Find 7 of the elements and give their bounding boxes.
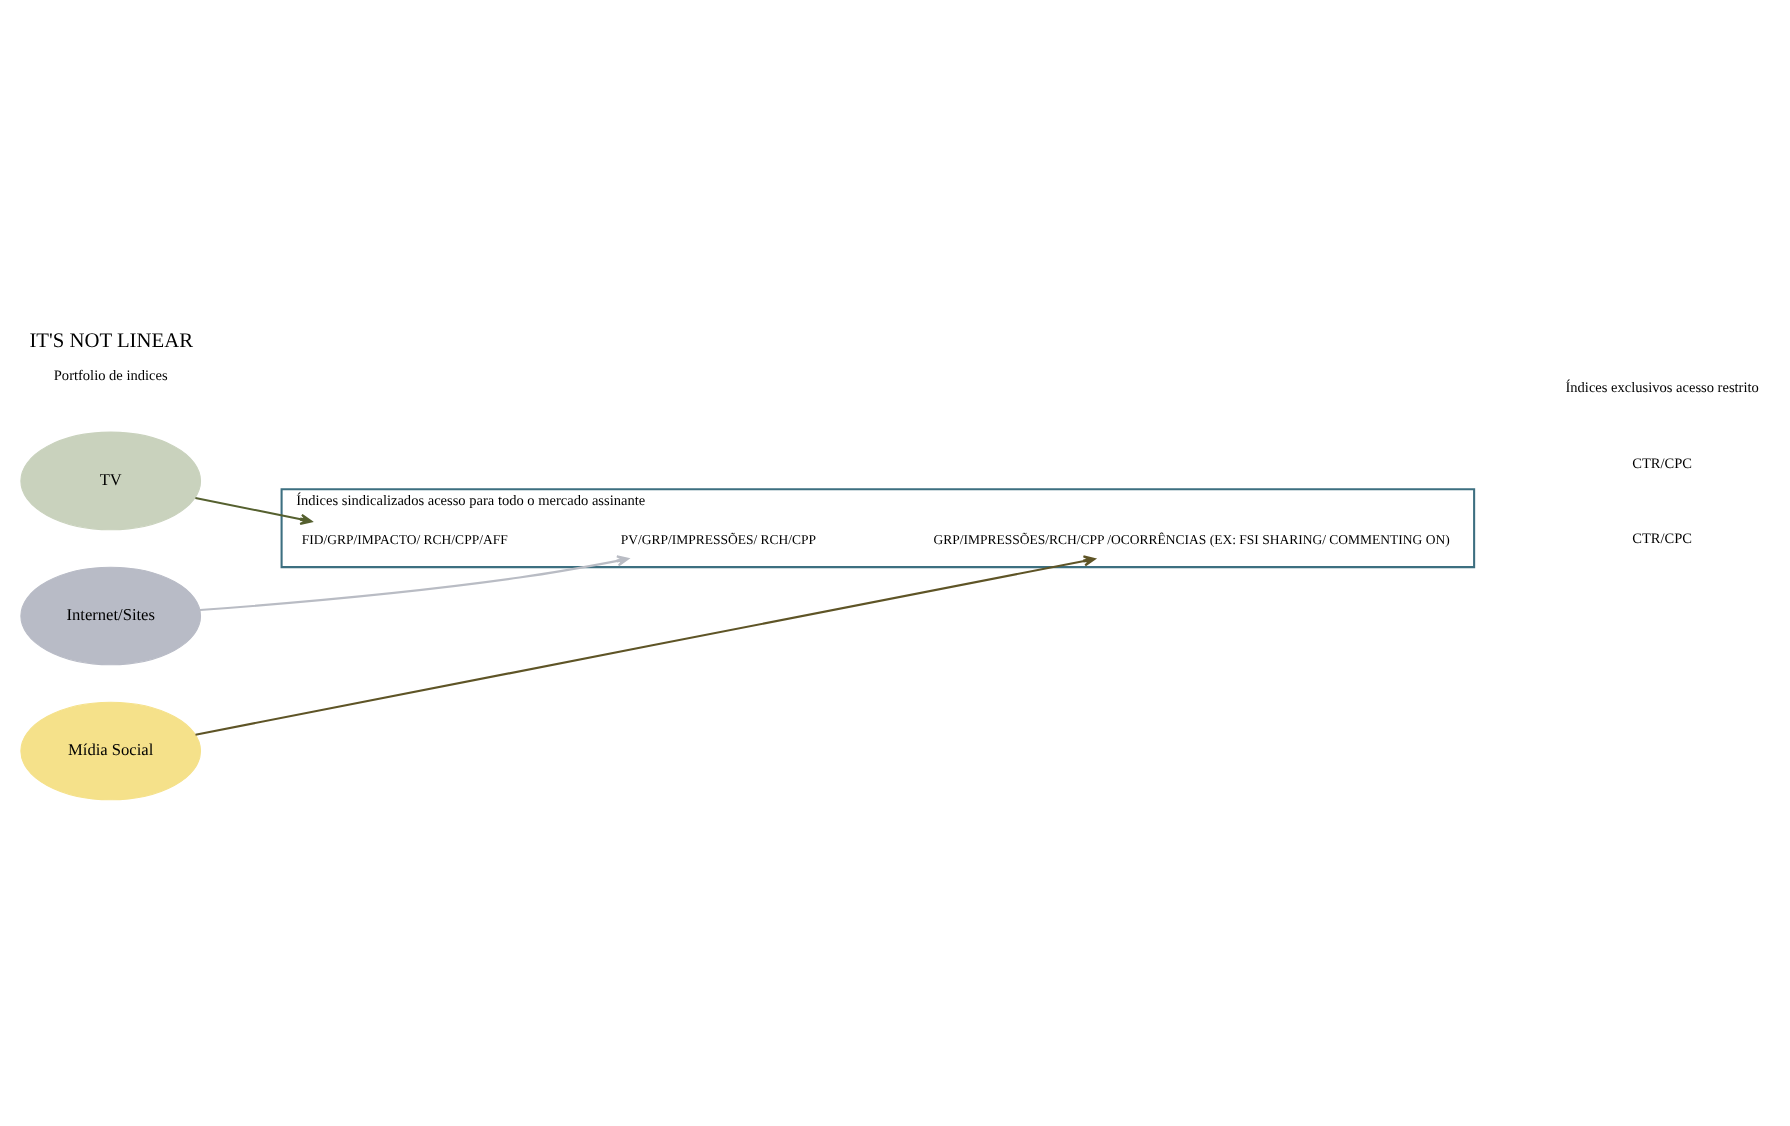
node-ellipse: TV [20,431,202,531]
arrow [199,555,630,612]
arrow [195,555,1096,736]
diagram-title: IT'S NOT LINEAR [29,330,194,353]
arrow [195,496,313,525]
node-ellipse: Internet/Sites [20,566,202,666]
node-ellipse: Mídia Social [20,701,202,801]
